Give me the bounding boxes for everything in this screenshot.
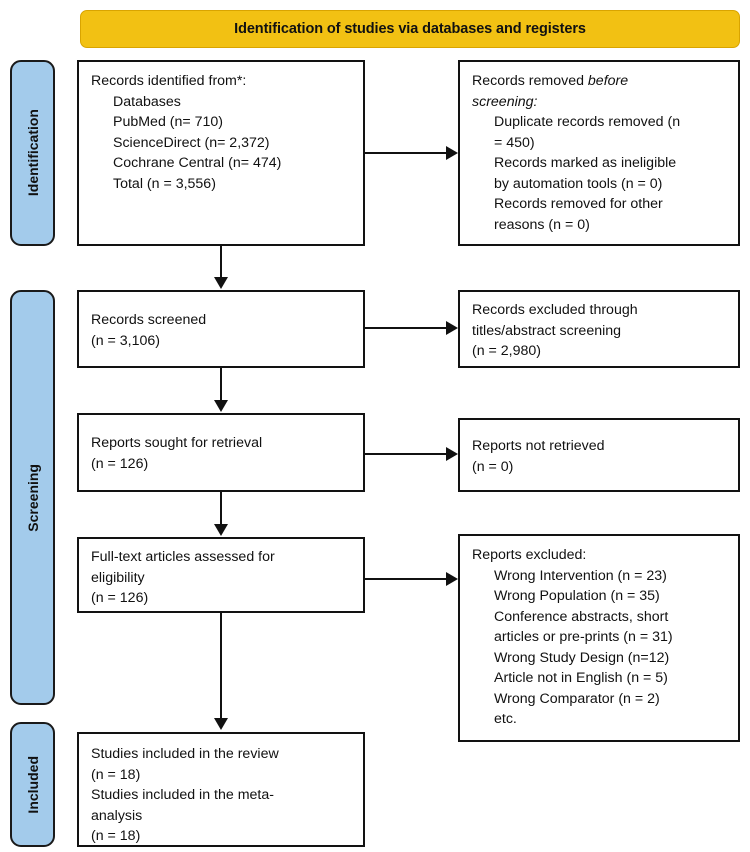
- banner-title: Identification of studies via databases …: [234, 21, 586, 37]
- box-line: Studies included in the review: [91, 746, 279, 762]
- box-line: screening:: [472, 93, 538, 110]
- arrowhead-fulltext-to-excluded: [446, 572, 458, 586]
- box-line: Article not in English (n = 5): [494, 670, 668, 686]
- diagram-banner: Identification of studies via databases …: [80, 10, 740, 48]
- connector-identified-to-screened: [220, 246, 223, 278]
- connector-fulltext-to-included: [220, 613, 223, 719]
- box-line: = 450): [494, 134, 535, 151]
- box-line: (n = 126): [91, 455, 149, 472]
- arrowhead-screened-to-sought: [214, 400, 228, 412]
- box-line: (n = 126): [91, 590, 149, 606]
- box-line: (n = 3,106): [91, 332, 161, 349]
- connector-fulltext-to-excluded: [365, 578, 446, 581]
- connector-screened-to-excluded: [365, 327, 446, 330]
- arrowhead-sought-to-fulltext: [214, 524, 228, 536]
- box-line: articles or pre-prints (n = 31): [494, 629, 673, 645]
- box-line: (n = 0): [472, 458, 514, 475]
- phase-tab-identification: Identification: [10, 60, 55, 246]
- phase-label-included: Included: [24, 755, 41, 814]
- box-studies-included: Studies included in the review (n = 18) …: [77, 732, 365, 847]
- box-line: Wrong Comparator (n = 2): [494, 690, 660, 707]
- phase-label-identification: Identification: [24, 109, 41, 197]
- connector-sought-to-fulltext: [220, 492, 223, 525]
- box-line: PubMed (n= 710): [113, 114, 224, 130]
- box-line: Records excluded through: [472, 302, 638, 318]
- box-line: Full-text articles assessed for: [91, 549, 275, 565]
- box-fulltext-assessed: Full-text articles assessed for eligibil…: [77, 537, 365, 613]
- box-records-identified: Records identified from*: Databases PubM…: [77, 60, 365, 246]
- box-line: etc.: [494, 711, 517, 727]
- arrowhead-screened-to-excluded: [446, 321, 458, 335]
- box-line: Wrong Study Design (n=12): [494, 649, 670, 666]
- phase-tab-screening: Screening: [10, 290, 55, 705]
- box-reports-excluded: Reports excluded: Wrong Intervention (n …: [458, 534, 740, 742]
- box-line: titles/abstract screening: [472, 322, 622, 339]
- box-line: Wrong Population (n = 35): [494, 588, 660, 604]
- box-reports-not-retrieved: Reports not retrieved (n = 0): [458, 418, 740, 492]
- box-line: (n = 2,980): [472, 343, 542, 359]
- box-records-removed-before-screening: Records removed before screening: Duplic…: [458, 60, 740, 246]
- box-line: analysis: [91, 807, 143, 824]
- connector-identified-to-removed: [365, 152, 446, 155]
- box-line: Records identified from*:: [91, 73, 247, 89]
- box-line: Cochrane Central (n= 474): [113, 155, 282, 171]
- arrowhead-identified-to-removed: [446, 146, 458, 160]
- box-line: Records screened: [91, 312, 207, 328]
- box-line: Conference abstracts, short: [494, 608, 669, 625]
- box-line: Total (n = 3,556): [113, 175, 216, 192]
- box-reports-sought: Reports sought for retrieval (n = 126): [77, 413, 365, 492]
- connector-screened-to-sought: [220, 368, 223, 401]
- box-line: Databases: [113, 93, 181, 110]
- box-line: (n = 18): [91, 766, 141, 783]
- box-records-excluded: Records excluded through titles/abstract…: [458, 290, 740, 368]
- box-line: eligibility: [91, 569, 145, 586]
- box-line: (n = 18): [91, 828, 141, 844]
- box-line: Records removed for other: [494, 196, 663, 212]
- arrowhead-sought-to-not-retrieved: [446, 447, 458, 461]
- box-line: Wrong Intervention (n = 23): [494, 567, 667, 584]
- box-line: by automation tools (n = 0): [494, 175, 663, 192]
- phase-label-screening: Screening: [24, 463, 41, 532]
- box-line: Studies included in the meta-: [91, 787, 274, 803]
- box-line: reasons (n = 0): [494, 216, 590, 233]
- arrowhead-identified-to-screened: [214, 277, 228, 289]
- box-line: Records removed before: [472, 73, 629, 89]
- arrowhead-fulltext-to-included: [214, 718, 228, 730]
- box-line: Records marked as ineligible: [494, 155, 677, 171]
- connector-sought-to-not-retrieved: [365, 453, 446, 456]
- box-line: Reports not retrieved: [472, 438, 605, 454]
- box-records-screened: Records screened (n = 3,106): [77, 290, 365, 368]
- box-line: Duplicate records removed (n: [494, 114, 681, 130]
- box-line: Reports excluded:: [472, 547, 587, 563]
- box-line: Reports sought for retrieval: [91, 435, 263, 451]
- phase-tab-included: Included: [10, 722, 55, 847]
- box-line: ScienceDirect (n= 2,372): [113, 134, 270, 151]
